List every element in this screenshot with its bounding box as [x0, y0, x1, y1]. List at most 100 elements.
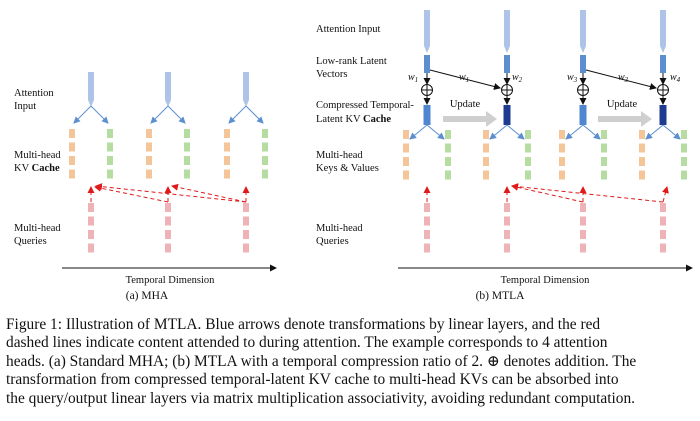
key-block	[639, 130, 645, 139]
attention-input-block	[165, 72, 171, 100]
value-cache-block	[184, 156, 190, 165]
attention-input-block	[424, 10, 430, 46]
linear-layer-arrow	[150, 105, 169, 124]
update-arrow-1: Update	[443, 99, 497, 127]
compressed-cache-block	[659, 105, 667, 125]
attention-link	[511, 183, 584, 203]
latent-vector-block	[504, 55, 510, 73]
key-block	[403, 170, 409, 180]
weight-label: w1	[408, 72, 418, 84]
mtla-latent-label: Low-rank Latent	[316, 56, 387, 67]
value-block	[681, 170, 687, 180]
query-block	[504, 203, 510, 212]
key-cache-block	[224, 142, 230, 152]
value-block	[601, 143, 607, 153]
latent-vector-block	[580, 55, 586, 73]
value-block	[525, 170, 531, 180]
attention-link	[511, 183, 664, 203]
attention-input-block-tip	[504, 46, 510, 53]
value-block	[601, 130, 607, 139]
mtla-axis-label: Temporal Dimension	[501, 275, 591, 286]
attention-input-block	[504, 10, 510, 46]
compressed-cache-block	[579, 105, 587, 125]
panel-mtla: Attention Input Low-rank Latent Vectors …	[316, 10, 693, 302]
key-cache-block	[69, 156, 75, 165]
linear-layer-arrow	[582, 124, 601, 140]
value-block	[601, 170, 607, 180]
mha-attention-links	[87, 183, 250, 203]
key-cache-block	[146, 169, 152, 179]
query-block	[580, 203, 586, 212]
query-block	[165, 243, 171, 253]
mha-attention-input-label-2: Input	[14, 101, 36, 112]
mha-queries-label-2: Queries	[14, 236, 47, 247]
weight-label: w4	[670, 72, 681, 84]
value-cache-block	[107, 129, 113, 138]
key-block	[559, 157, 565, 166]
query-block	[243, 230, 249, 239]
key-block	[639, 170, 645, 180]
value-cache-block	[184, 142, 190, 152]
mtla-queries-label-2: Queries	[316, 236, 349, 247]
key-block	[483, 143, 489, 153]
compressed-cache-block	[423, 105, 431, 125]
query-block	[504, 230, 510, 239]
value-cache-block	[262, 156, 268, 165]
attention-input-block-tip	[580, 46, 586, 53]
value-cache-block	[184, 129, 190, 138]
key-cache-block	[146, 129, 152, 138]
attention-link	[662, 186, 669, 203]
attention-link	[94, 184, 169, 203]
value-cache-block	[262, 142, 268, 152]
caption-line: the query/output linear layers via matri…	[6, 389, 636, 407]
query-block	[243, 216, 249, 226]
linear-layer-arrow	[645, 124, 664, 140]
key-block	[483, 130, 489, 139]
value-block	[525, 157, 531, 166]
value-block	[445, 170, 451, 180]
latent-vector-block	[660, 55, 666, 73]
value-cache-block	[107, 156, 113, 165]
value-block	[525, 130, 531, 139]
query-block	[660, 243, 666, 253]
key-cache-block	[146, 142, 152, 152]
attention-input-block	[580, 10, 586, 46]
key-block	[559, 143, 565, 153]
mtla-queries-label: Multi-head	[316, 223, 363, 234]
update-label-1: Update	[450, 99, 481, 110]
query-block	[165, 203, 171, 212]
value-block	[601, 157, 607, 166]
value-cache-block	[184, 169, 190, 179]
query-block	[424, 216, 430, 226]
mtla-attention-input-label: Attention Input	[316, 24, 381, 35]
weight-label: w1	[459, 72, 469, 84]
query-block	[504, 216, 510, 226]
mha-queries-label: Multi-head	[14, 223, 61, 234]
mtla-subcaption: (b) MTLA	[476, 290, 526, 302]
mtla-cache-label-2: Latent KV Cache	[316, 114, 391, 125]
query-block	[580, 243, 586, 253]
query-block	[424, 230, 430, 239]
update-label-2: Update	[607, 99, 638, 110]
linear-layer-arrow	[228, 105, 247, 124]
weight-label: w3	[618, 72, 629, 84]
value-block	[681, 143, 687, 153]
key-cache-block	[224, 129, 230, 138]
weight-label: w2	[512, 72, 523, 84]
mtla-token-columns	[403, 10, 687, 253]
query-block	[165, 230, 171, 239]
key-block	[483, 170, 489, 180]
key-block	[403, 143, 409, 153]
key-block	[403, 130, 409, 139]
latent-vector-block	[424, 55, 430, 73]
key-block	[559, 170, 565, 180]
mha-kv-cache-label: KV Cache	[14, 163, 60, 174]
latent-merge-arrow	[429, 69, 501, 90]
key-cache-block	[69, 129, 75, 138]
query-block	[424, 203, 430, 212]
attention-link	[95, 183, 247, 203]
key-block	[639, 143, 645, 153]
key-cache-block	[146, 156, 152, 165]
key-block	[483, 157, 489, 166]
